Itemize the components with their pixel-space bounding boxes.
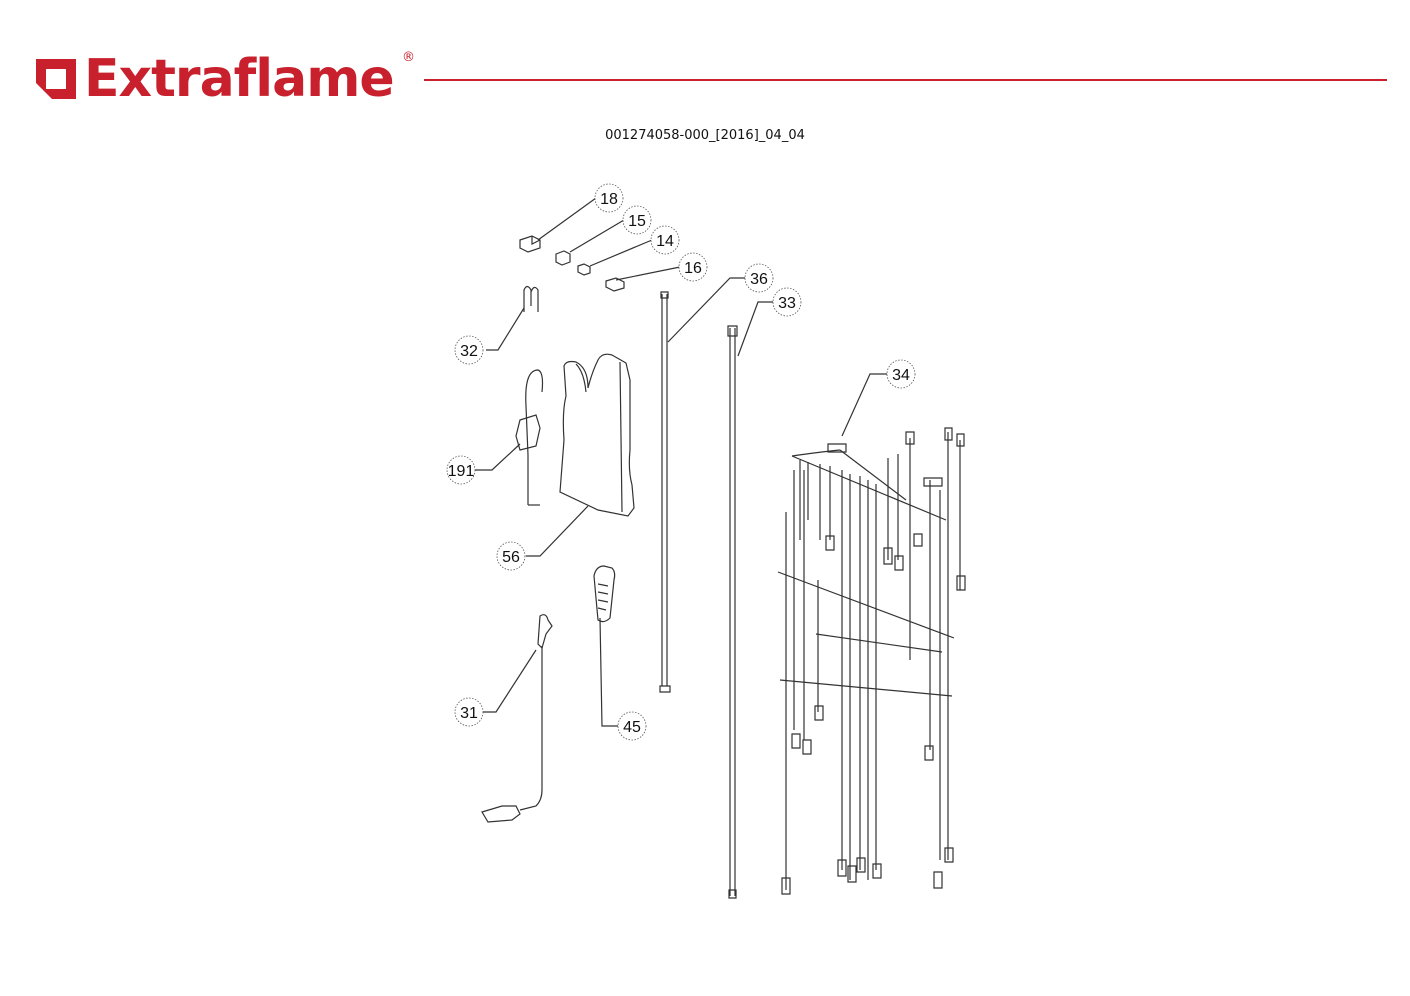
callout-15: 15 (628, 213, 646, 230)
callout-18: 18 (600, 191, 618, 208)
header-divider (424, 79, 1387, 81)
callout-16: 16 (684, 260, 702, 277)
page-header: Extraflame ® (0, 0, 1410, 120)
document-code: 001274058-000_[2016]_04_04 (605, 128, 805, 143)
callout-14: 14 (656, 233, 674, 250)
callout-191: 191 (448, 463, 475, 480)
callout-32: 32 (460, 343, 478, 360)
callout-33: 33 (778, 295, 796, 312)
callout-36: 36 (750, 271, 768, 288)
callout-45: 45 (623, 719, 641, 736)
callout-34: 34 (892, 367, 910, 384)
callout-31: 31 (460, 705, 478, 722)
extraflame-logo: Extraflame ® (34, 49, 415, 109)
flame-mark-icon (36, 59, 76, 99)
registered-mark: ® (402, 50, 415, 65)
callout-56: 56 (502, 549, 520, 566)
brand-name: Extraflame (84, 49, 395, 109)
